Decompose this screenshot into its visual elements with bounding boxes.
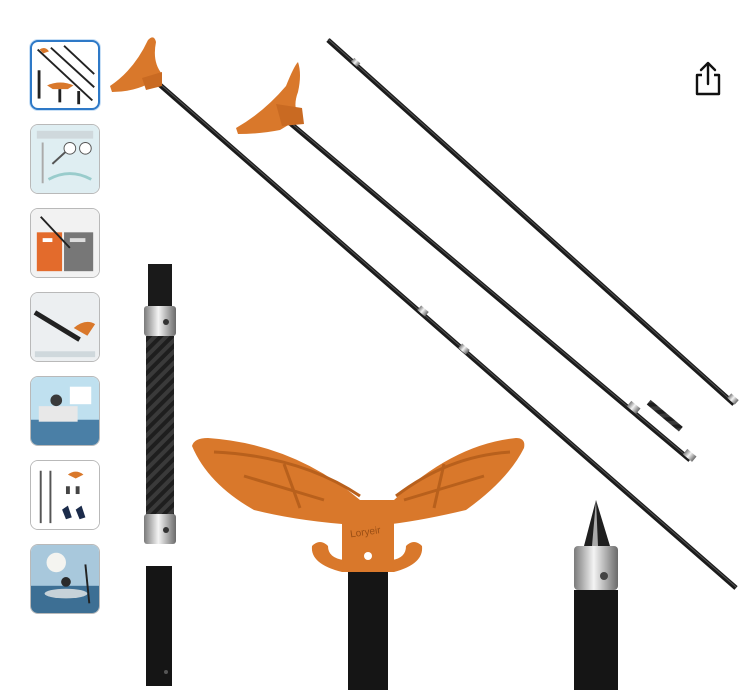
- thumbnail-3[interactable]: [30, 208, 100, 278]
- carbon-section-closeup: [144, 264, 176, 686]
- thumbnail-1[interactable]: [30, 40, 100, 110]
- thumbnail-7[interactable]: [30, 544, 100, 614]
- brand-mark: Loryeir: [350, 525, 382, 540]
- t-handle-closeup: Loryeir: [192, 438, 525, 690]
- thumbnail-4[interactable]: [30, 292, 100, 362]
- thumbnail-6[interactable]: [30, 460, 100, 530]
- share-icon: [695, 61, 721, 96]
- thumbnail-5[interactable]: [30, 376, 100, 446]
- share-button[interactable]: [690, 60, 726, 100]
- thumbnail-2[interactable]: [30, 124, 100, 194]
- pole-tip-closeup: [574, 500, 618, 690]
- pole-assembled-3: [326, 38, 739, 406]
- main-product-image: Loryeir: [104, 0, 739, 693]
- pole-assembled-1: [110, 37, 738, 590]
- pole-assembled-2: [236, 62, 697, 462]
